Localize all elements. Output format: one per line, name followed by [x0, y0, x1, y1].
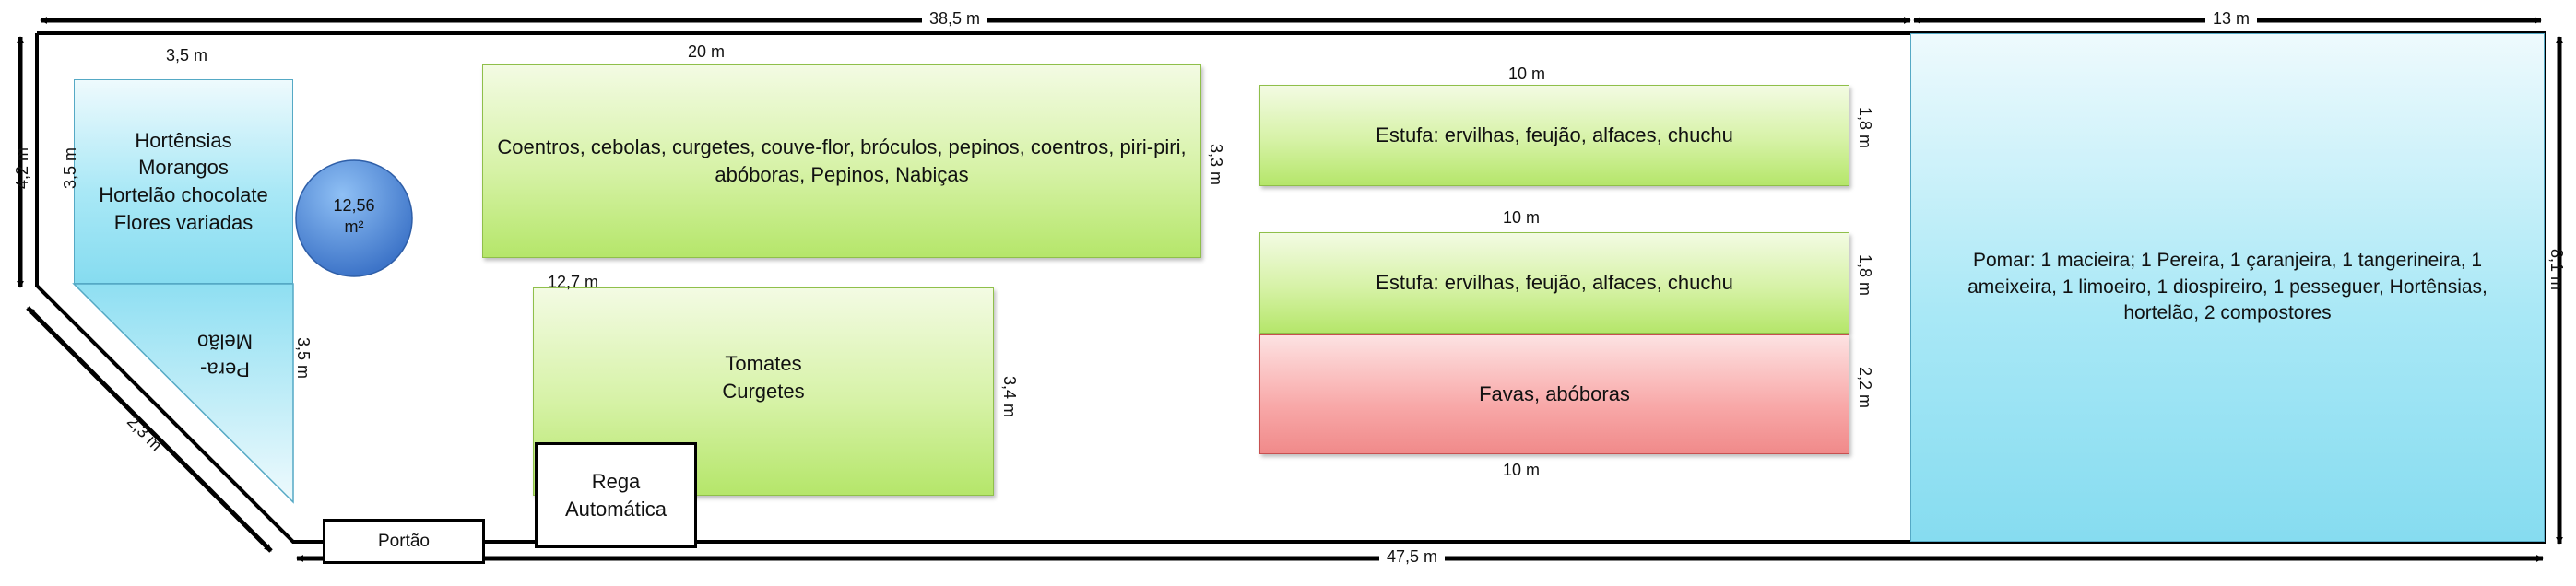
greenhouse-2-text: Estufa: ervilhas, feujão, alfaces, chuch… — [1376, 271, 1733, 295]
flower-bed-height-label: 3,5 m — [61, 146, 80, 190]
flower-bed: Hortênsias Morangos Hortelão chocolate F… — [74, 79, 293, 284]
orchard-area: Pomar: 1 macieira; 1 Pereira, 1 çaranjei… — [1910, 33, 2545, 542]
beans-bed-height-label: 2,2 m — [1856, 366, 1875, 409]
irrigation-box: Rega Automática — [535, 442, 697, 548]
triangle-bed-line-1: Pera- — [200, 357, 250, 381]
top-total-label: 38,5 m — [922, 9, 988, 29]
tomatoes-bed-line-1: Tomates — [725, 352, 802, 376]
beans-bed: Favas, abóboras — [1259, 334, 1849, 454]
herbs-bed: Coentros, cebolas, curgetes, couve-flor,… — [482, 64, 1201, 258]
flower-bed-line-1: Hortênsias — [135, 128, 232, 152]
irrigation-line-2: Automática — [564, 497, 668, 521]
greenhouse-1-width-label: 10 m — [1508, 64, 1546, 83]
greenhouse-1-bed: Estufa: ervilhas, feujão, alfaces, chuch… — [1259, 85, 1849, 186]
flower-bed-line-3: Hortelão chocolate — [99, 183, 268, 206]
triangle-bed-height-label: 3,5 m — [294, 336, 313, 380]
greenhouse-2-width-label: 10 m — [1503, 208, 1541, 227]
greenhouse-1-text: Estufa: ervilhas, feujão, alfaces, chuch… — [1376, 123, 1733, 147]
beans-bed-text: Favas, abóboras — [1479, 382, 1630, 406]
irrigation-line-1: Rega — [591, 469, 641, 493]
triangle-bed-line-2: Melão — [197, 330, 253, 354]
herbs-bed-height-label: 3,3 m — [1207, 143, 1226, 186]
triangle-bed-shape — [72, 283, 294, 504]
circle-line-2: m² — [344, 217, 364, 237]
greenhouse-2-height-label: 1,8 m — [1856, 253, 1875, 297]
water-tank-circle — [295, 159, 413, 277]
flower-bed-width-label: 3,5 m — [166, 46, 208, 64]
greenhouse-2-bed: Estufa: ervilhas, feujão, alfaces, chuch… — [1259, 232, 1849, 334]
tomatoes-bed-line-2: Curgetes — [722, 380, 805, 403]
bottom-total-label: 47,5 m — [1379, 547, 1446, 567]
triangle-bed-text: Pera- Melão — [170, 328, 280, 382]
left-height-label: 4,2 m — [13, 146, 32, 190]
tomatoes-bed-width-label: 12,7 m — [548, 273, 599, 291]
flower-bed-line-4: Flores variadas — [113, 210, 254, 234]
greenhouse-1-height-label: 1,8 m — [1856, 106, 1875, 149]
right-height-label: 8,1 m — [2547, 248, 2567, 291]
flower-bed-line-2: Morangos — [138, 156, 229, 180]
gate-box: Portão — [323, 519, 485, 564]
herbs-bed-text: Coentros, cebolas, curgetes, couve-flor,… — [497, 135, 1187, 186]
tomatoes-bed-height-label: 3,4 m — [1000, 375, 1020, 418]
gate-label: Portão — [378, 531, 430, 551]
circle-line-1: 12,56 — [333, 196, 375, 215]
diagonal-arrow — [26, 306, 273, 553]
top-right-label: 13 m — [2205, 9, 2258, 29]
herbs-bed-width-label: 20 m — [688, 42, 726, 61]
circle-text: 12,56 m² — [296, 195, 412, 239]
orchard-text: Pomar: 1 macieira; 1 Pereira, 1 çaranjei… — [1967, 250, 2487, 324]
beans-bed-width-label: 10 m — [1503, 461, 1541, 479]
